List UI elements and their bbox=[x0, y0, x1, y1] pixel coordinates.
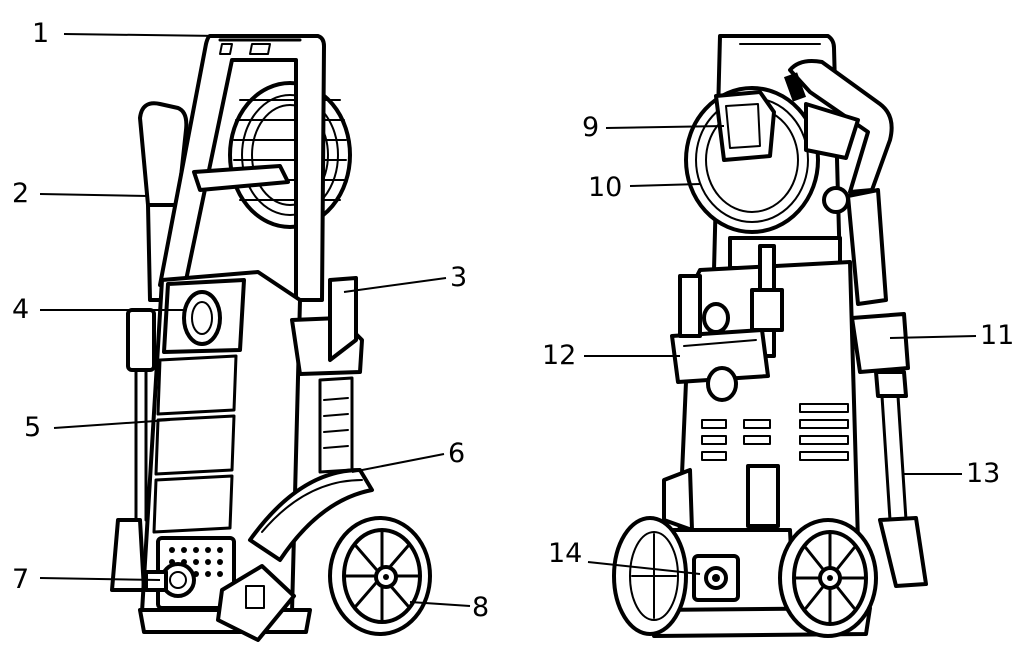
leader-3 bbox=[343, 277, 447, 293]
callout-12: 12 bbox=[542, 340, 577, 371]
callout-7: 7 bbox=[12, 564, 30, 595]
leader-7 bbox=[39, 577, 161, 581]
wheel-front bbox=[328, 516, 432, 636]
callout-13: 13 bbox=[966, 458, 1001, 489]
leader-1 bbox=[63, 33, 221, 37]
callout-9: 9 bbox=[582, 112, 600, 143]
callout-6: 6 bbox=[448, 438, 466, 469]
leader-11 bbox=[889, 335, 977, 339]
leader-10 bbox=[629, 183, 701, 187]
callout-5: 5 bbox=[24, 412, 42, 443]
hose-connector-front bbox=[216, 468, 374, 642]
rear-view bbox=[612, 34, 928, 638]
callout-4: 4 bbox=[12, 294, 30, 325]
callout-8: 8 bbox=[472, 592, 490, 623]
leader-14 bbox=[587, 561, 701, 575]
callout-3: 3 bbox=[450, 262, 468, 293]
wheel-rear-left bbox=[612, 516, 688, 636]
front-view bbox=[110, 34, 432, 642]
vent-slots-rear bbox=[701, 403, 849, 461]
hose-coil-rear bbox=[684, 86, 820, 234]
callout-2: 2 bbox=[12, 178, 30, 209]
callout-11: 11 bbox=[980, 320, 1015, 351]
leader-lines bbox=[39, 33, 977, 607]
callout-10: 10 bbox=[588, 172, 623, 203]
body-rear bbox=[648, 244, 872, 638]
callout-1: 1 bbox=[32, 18, 50, 49]
callout-14: 14 bbox=[548, 538, 583, 569]
leader-8 bbox=[409, 601, 471, 607]
wheel-rear-right bbox=[778, 518, 878, 638]
leader-5 bbox=[53, 419, 171, 429]
body-front bbox=[138, 270, 312, 634]
cord-hook-front bbox=[290, 276, 364, 474]
hose-reel-front bbox=[228, 81, 352, 229]
leader-2 bbox=[39, 193, 149, 197]
handle-frame-front bbox=[158, 34, 326, 302]
spray-gun-rear bbox=[783, 59, 928, 588]
leader-9 bbox=[605, 125, 725, 129]
leader-6 bbox=[351, 453, 445, 473]
